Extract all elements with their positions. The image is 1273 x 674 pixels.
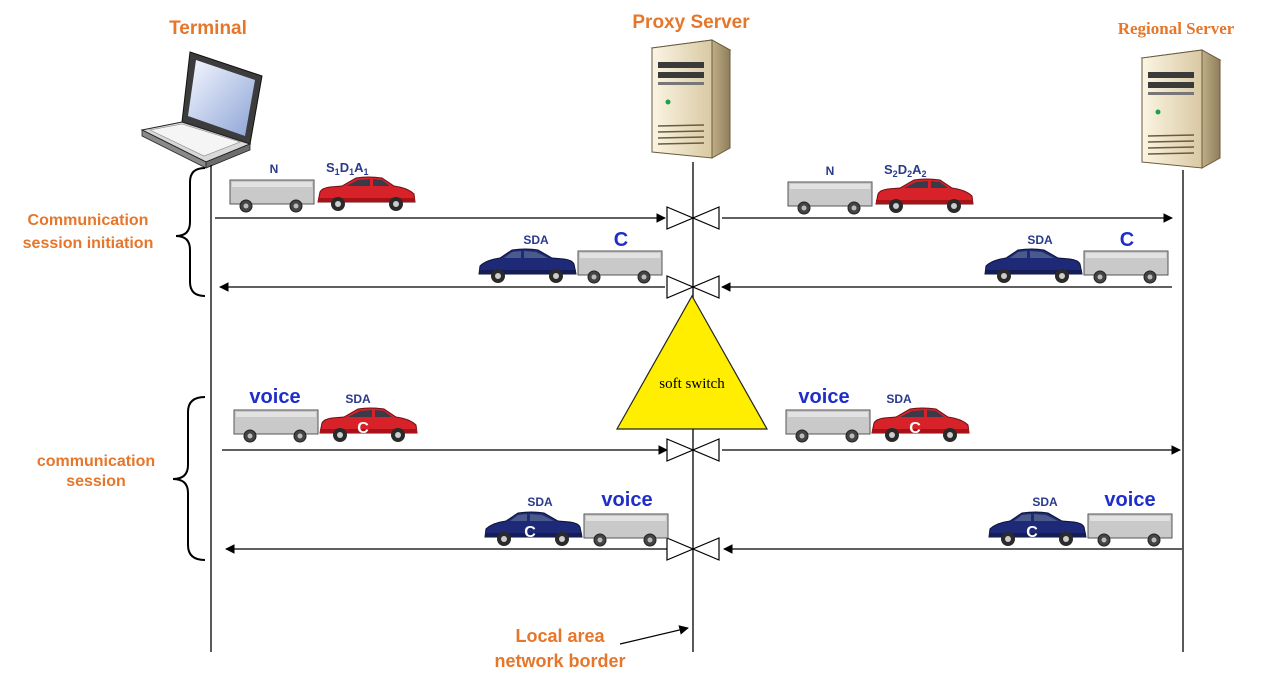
proxy-server-icon (651, 39, 731, 159)
trailer-icon (577, 250, 663, 284)
border-label-line1: Local area (515, 626, 605, 646)
packet-label-sda2: S2D2A2 (884, 162, 927, 179)
proxy-server-label: Proxy Server (632, 12, 750, 33)
car-label-c: C (1026, 524, 1038, 541)
packet-label-sda: SDA (345, 392, 371, 406)
session-label-line1: communication (37, 453, 155, 470)
car-icon (984, 248, 1083, 284)
border-pointer-arrow (619, 625, 689, 645)
laptop-icon (140, 51, 263, 169)
trailer-icon (1083, 250, 1169, 284)
packet-label-sda: SDA (1032, 495, 1058, 509)
packet-label-sda1: S1D1A1 (326, 160, 369, 177)
regional-server-icon (1141, 49, 1221, 169)
packet-label-voice: voice (601, 489, 652, 511)
initiation-label-line2: session initiation (23, 235, 154, 252)
brace-icon (175, 167, 206, 297)
packet-label-c: C (1120, 229, 1134, 251)
packet-label-n: N (270, 162, 279, 176)
packet-label-n: N (826, 164, 835, 178)
brace-icon (172, 396, 206, 561)
soft-switch: soft switch (615, 294, 769, 430)
initiation-label-line1: Communication (28, 212, 149, 229)
trailer-icon (785, 409, 871, 443)
packet-label-voice: voice (798, 386, 849, 408)
packet-label-sda: SDA (523, 233, 549, 247)
soft-switch-label: soft switch (659, 376, 725, 392)
trailer-icon (233, 409, 319, 443)
packet-label-sda: SDA (527, 495, 553, 509)
packet-label-sda: SDA (1027, 233, 1053, 247)
session-label-line2: session (66, 473, 126, 490)
trailer-icon (787, 181, 873, 215)
car-icon (478, 248, 577, 284)
car-label-c: C (524, 524, 536, 541)
car-label-c: C (909, 420, 921, 437)
regional-server-label: Regional Server (1118, 19, 1235, 38)
car-icon (317, 176, 416, 212)
packet-label-voice: voice (249, 386, 300, 408)
packet-label-sda: SDA (886, 392, 912, 406)
trailer-icon (1087, 513, 1173, 547)
car-icon (875, 178, 974, 214)
trailer-icon (583, 513, 669, 547)
car-label-c: C (357, 420, 369, 437)
packet-label-voice: voice (1104, 489, 1155, 511)
terminal-label: Terminal (169, 18, 247, 39)
packet-label-c: C (614, 229, 628, 251)
border-label-line2: network border (494, 651, 625, 671)
trailer-icon (229, 179, 315, 213)
